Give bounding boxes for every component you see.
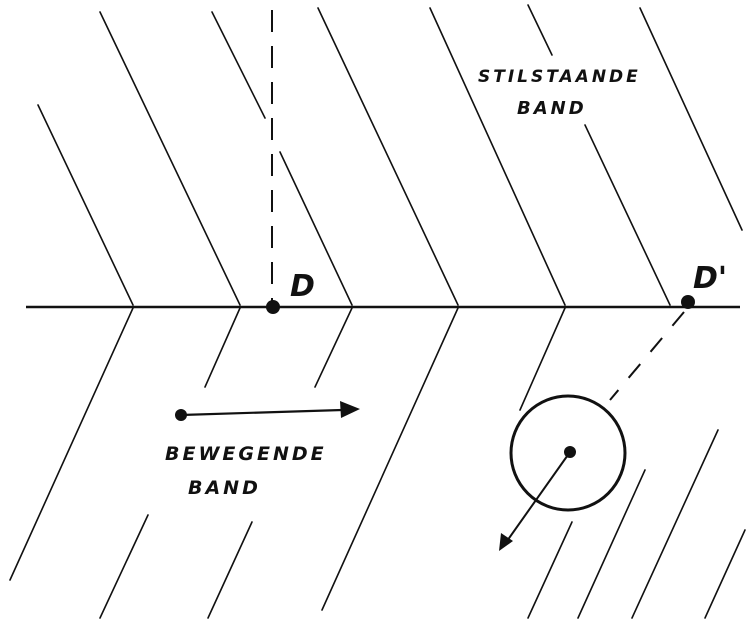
lower-hatch-line (577, 469, 646, 619)
upper-hatch-line (527, 4, 553, 56)
point-d-prime (681, 295, 695, 309)
moving-band-label-line1: BEWEGENDE (165, 443, 327, 465)
lower-hatch-line (207, 521, 253, 619)
point-d (266, 300, 280, 314)
lower-hatch-line (704, 529, 746, 619)
roller-arrow-head (499, 533, 513, 551)
moving-band-arrow (180, 408, 343, 417)
upper-hatch-line (429, 7, 566, 306)
upper-hatch-line (211, 11, 266, 119)
upper-hatch-line (37, 104, 134, 306)
upper-hatch-line (584, 124, 671, 306)
lower-hatch-lines (9, 307, 746, 619)
diagonal-dashed-line (609, 311, 685, 401)
stationary-band-label-line1: STILSTAANDE (478, 67, 641, 87)
upper-hatch-line (639, 7, 743, 231)
roller-circle (509, 394, 627, 512)
lower-hatch-line (99, 514, 149, 619)
lower-hatch-line (631, 429, 719, 619)
roller-direction-arrow (506, 451, 571, 542)
upper-hatch-line (99, 11, 241, 306)
point-d-prime-label: D' (693, 261, 727, 296)
lower-hatch-line (9, 307, 134, 581)
stationary-band-label-line2: BAND (517, 98, 587, 119)
point-d-label: D (290, 269, 315, 304)
lower-hatch-line (519, 307, 566, 411)
lower-hatch-line (321, 307, 459, 611)
upper-hatch-line (317, 7, 459, 306)
moving-band-label-line2: BAND (188, 477, 261, 499)
upper-hatch-line (279, 151, 353, 306)
upper-hatch-lines (37, 4, 743, 306)
lower-hatch-line (204, 307, 241, 388)
lower-hatch-line (527, 521, 573, 619)
lower-hatch-line (314, 307, 353, 388)
moving-band-arrow-head (340, 401, 360, 418)
